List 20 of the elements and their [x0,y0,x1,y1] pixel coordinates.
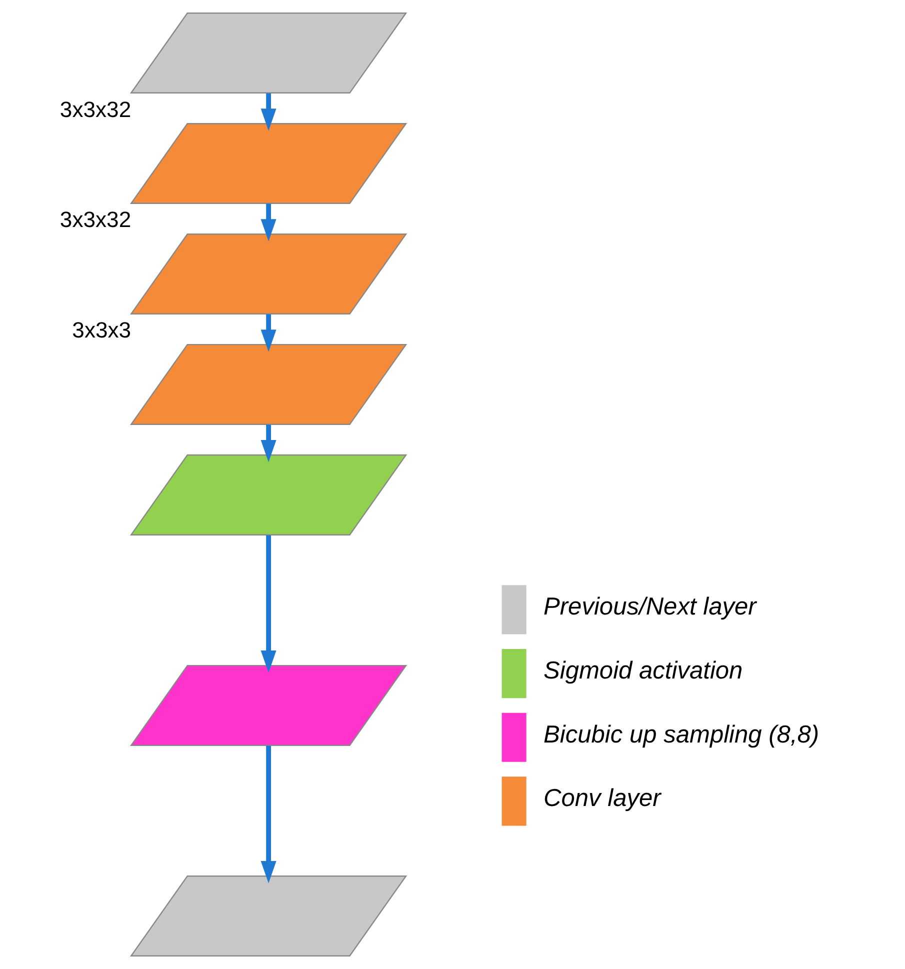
legend-label: Sigmoid activation [543,657,742,684]
arrow [260,424,276,462]
arrow [260,746,276,884]
legend-label: Conv layer [543,785,660,812]
legend-label: Bicubic up sampling (8,8) [543,721,819,748]
node-parallelogram [129,454,407,536]
node-parallelogram [129,875,407,956]
node-label: 3x3x32 [59,96,131,122]
node-parallelogram [129,123,407,204]
arrow [260,535,276,673]
node-parallelogram [129,344,407,425]
arrow [260,93,276,131]
node-label: 3x3x32 [59,207,131,232]
node-parallelogram [129,233,407,314]
legend-label: Previous/Next layer [543,594,756,621]
arrow [260,204,276,242]
node-parallelogram [129,664,407,746]
arrow [260,314,276,352]
node-label: 3x3x3 [72,318,131,343]
node-parallelogram [129,12,407,94]
